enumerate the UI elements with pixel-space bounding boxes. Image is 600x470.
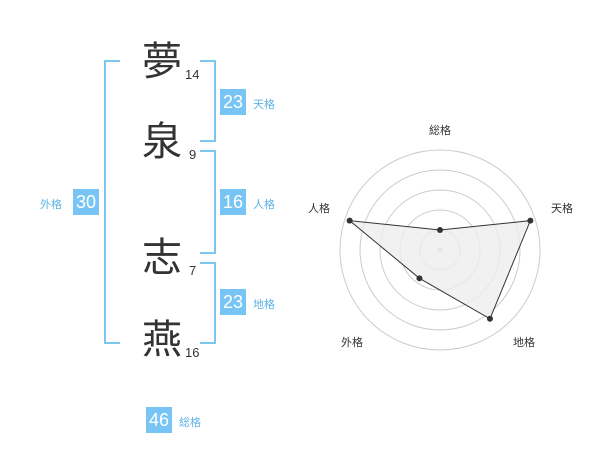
soukaku-label: 総格 xyxy=(179,416,201,429)
chikaku-label: 地格 xyxy=(253,298,275,311)
radar-axis-label-gaikaku: 外格 xyxy=(341,335,363,349)
jinkaku-bracket xyxy=(200,150,216,254)
name-char-4: 燕 xyxy=(142,317,182,363)
name-char-2: 泉 xyxy=(142,119,182,165)
stroke-count-3: 7 xyxy=(189,263,197,278)
chikaku-bracket xyxy=(200,262,216,344)
radar-axis-label-tenkaku: 天格 xyxy=(551,201,573,215)
tenkaku-label: 天格 xyxy=(253,98,275,111)
tenkaku-bracket xyxy=(200,60,216,142)
radar-ring xyxy=(339,149,541,351)
radar-point-5 xyxy=(346,217,353,224)
jinkaku-badge: 16 xyxy=(220,189,246,215)
radar-ring xyxy=(359,169,521,331)
radar-point-2 xyxy=(527,217,534,224)
gaikaku-badge: 30 xyxy=(73,189,99,215)
stroke-count-1: 14 xyxy=(185,67,200,82)
gaikaku-bracket xyxy=(104,60,120,344)
name-char-1: 夢 xyxy=(142,39,182,85)
chikaku-badge: 23 xyxy=(220,289,246,315)
gaikaku-label: 外格 xyxy=(40,198,62,211)
radar-axis-label-soukaku: 総格 xyxy=(429,123,451,137)
radar-point-3 xyxy=(486,315,493,322)
radar-point-1 xyxy=(437,227,443,233)
soukaku-badge: 46 xyxy=(146,407,172,433)
name-char-3: 志 xyxy=(142,235,182,281)
radar-axis-label-chikaku: 地格 xyxy=(513,335,535,349)
stroke-count-4: 16 xyxy=(185,345,200,360)
stroke-count-2: 9 xyxy=(189,147,197,162)
radar-axis-label-jinkaku: 人格 xyxy=(308,201,330,215)
tenkaku-badge: 23 xyxy=(220,89,246,115)
radar-score-polygon xyxy=(348,219,532,320)
radar-point-4 xyxy=(416,275,423,282)
jinkaku-label: 人格 xyxy=(253,198,275,211)
